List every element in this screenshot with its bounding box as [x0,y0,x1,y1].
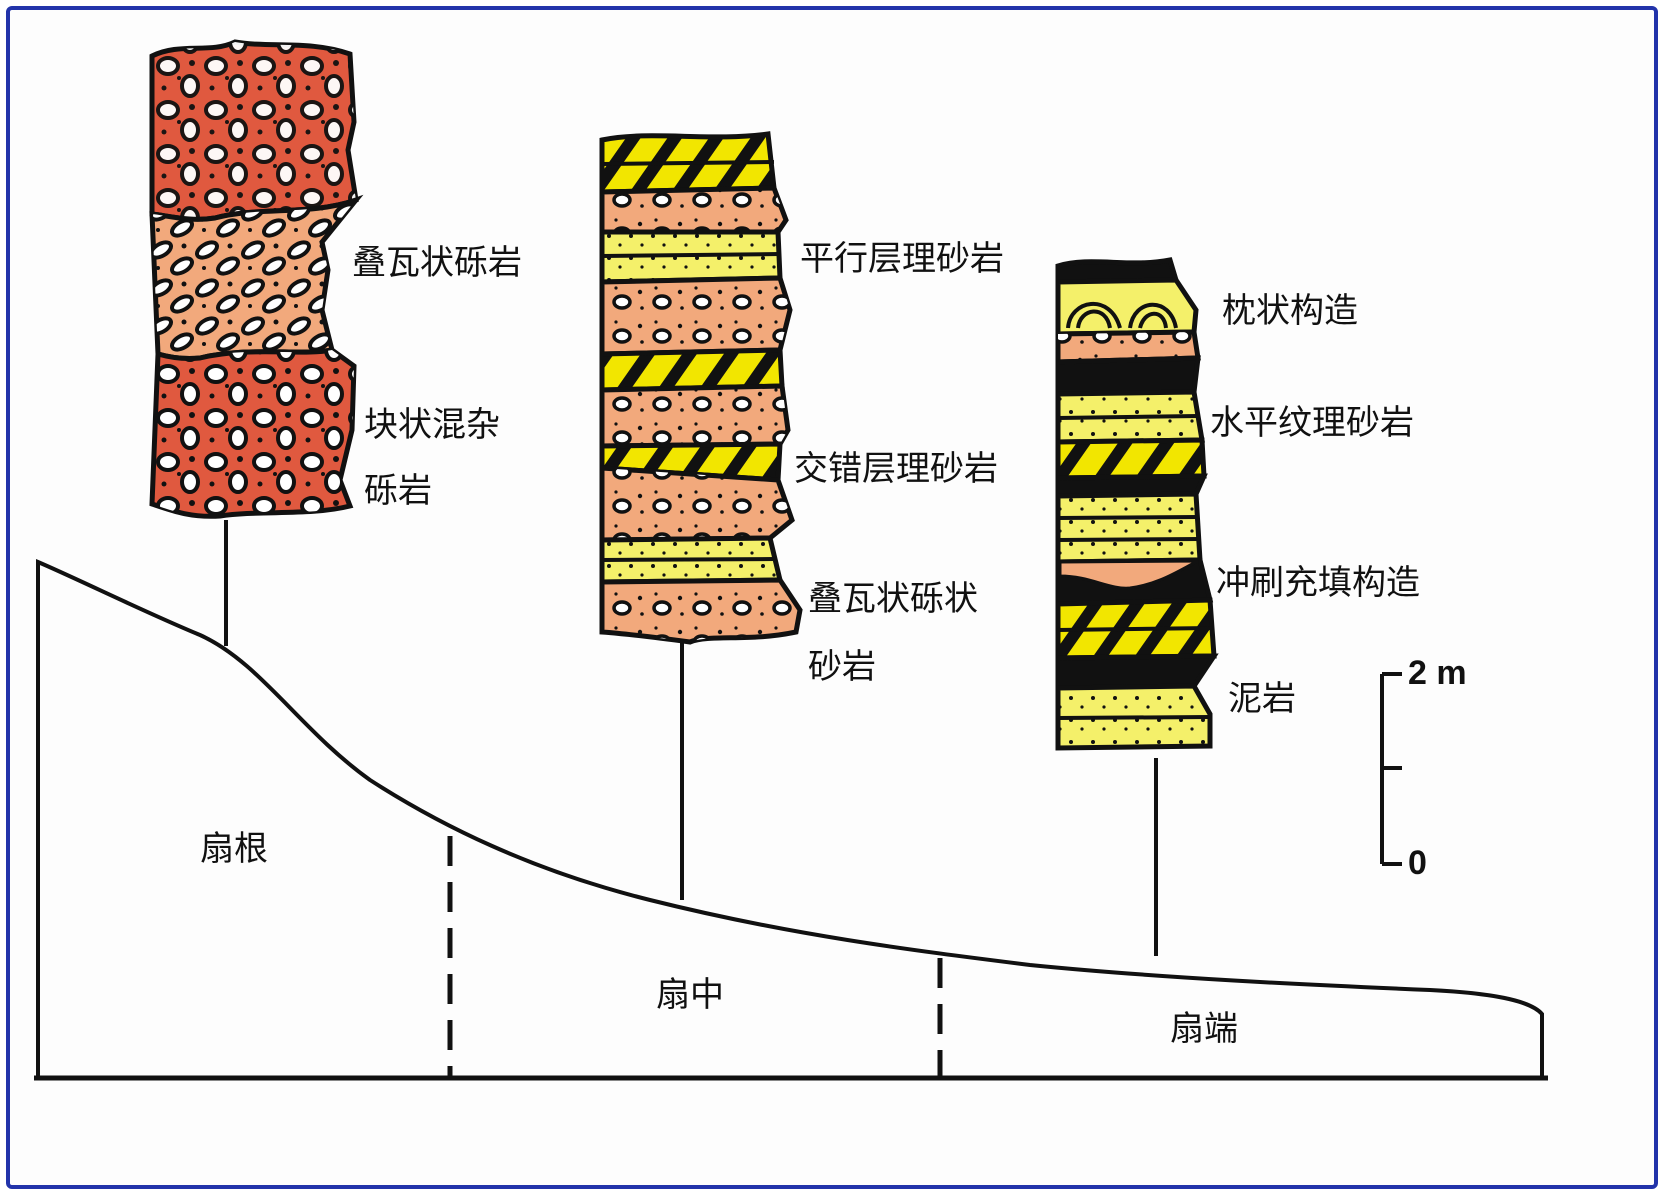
distal-column [1058,260,1214,748]
label-sandstone: 砂岩 [808,650,876,684]
label-mudstone: 泥岩 [1228,682,1296,716]
zone-label-fan-root: 扇根 [200,832,268,866]
label-imbricated-pebbly: 叠瓦状砾状 [808,582,978,616]
mud-bed-1 [1058,358,1198,394]
fan-profile-line [38,562,1542,1078]
label-imbricated-conglomerate: 叠瓦状砾岩 [352,246,522,280]
zone-label-fan-end: 扇端 [1170,1012,1238,1046]
label-pillow-structure: 枕状构造 [1222,294,1358,328]
label-horizontal-laminated-sandstone: 水平纹理砂岩 [1210,406,1414,440]
label-conglomerate: 砾岩 [364,474,432,508]
label-cross-bedded-sandstone: 交错层理砂岩 [794,452,998,486]
label-scour-fill-structure: 冲刷充填构造 [1216,566,1420,600]
mudstone-bed [1058,656,1214,688]
middle-column [602,134,800,642]
cross-bed-2 [602,350,782,390]
label-massive-mixed: 块状混杂 [364,408,500,442]
scale-top-label: 2 m [1408,656,1467,690]
label-parallel-bedded-sandstone: 平行层理砂岩 [800,242,1004,276]
zone-label-mid-fan: 扇中 [656,978,724,1012]
cross-bed-distal-1 [1058,440,1204,478]
scale-bottom-label: 0 [1408,846,1427,880]
proximal-column [152,42,356,516]
diagram-frame: 叠瓦状砾岩 块状混杂 砾岩 平行层理砂岩 交错层理砂岩 叠瓦状砾状 砂岩 枕状构… [6,6,1658,1189]
scale-bar [1382,674,1402,864]
